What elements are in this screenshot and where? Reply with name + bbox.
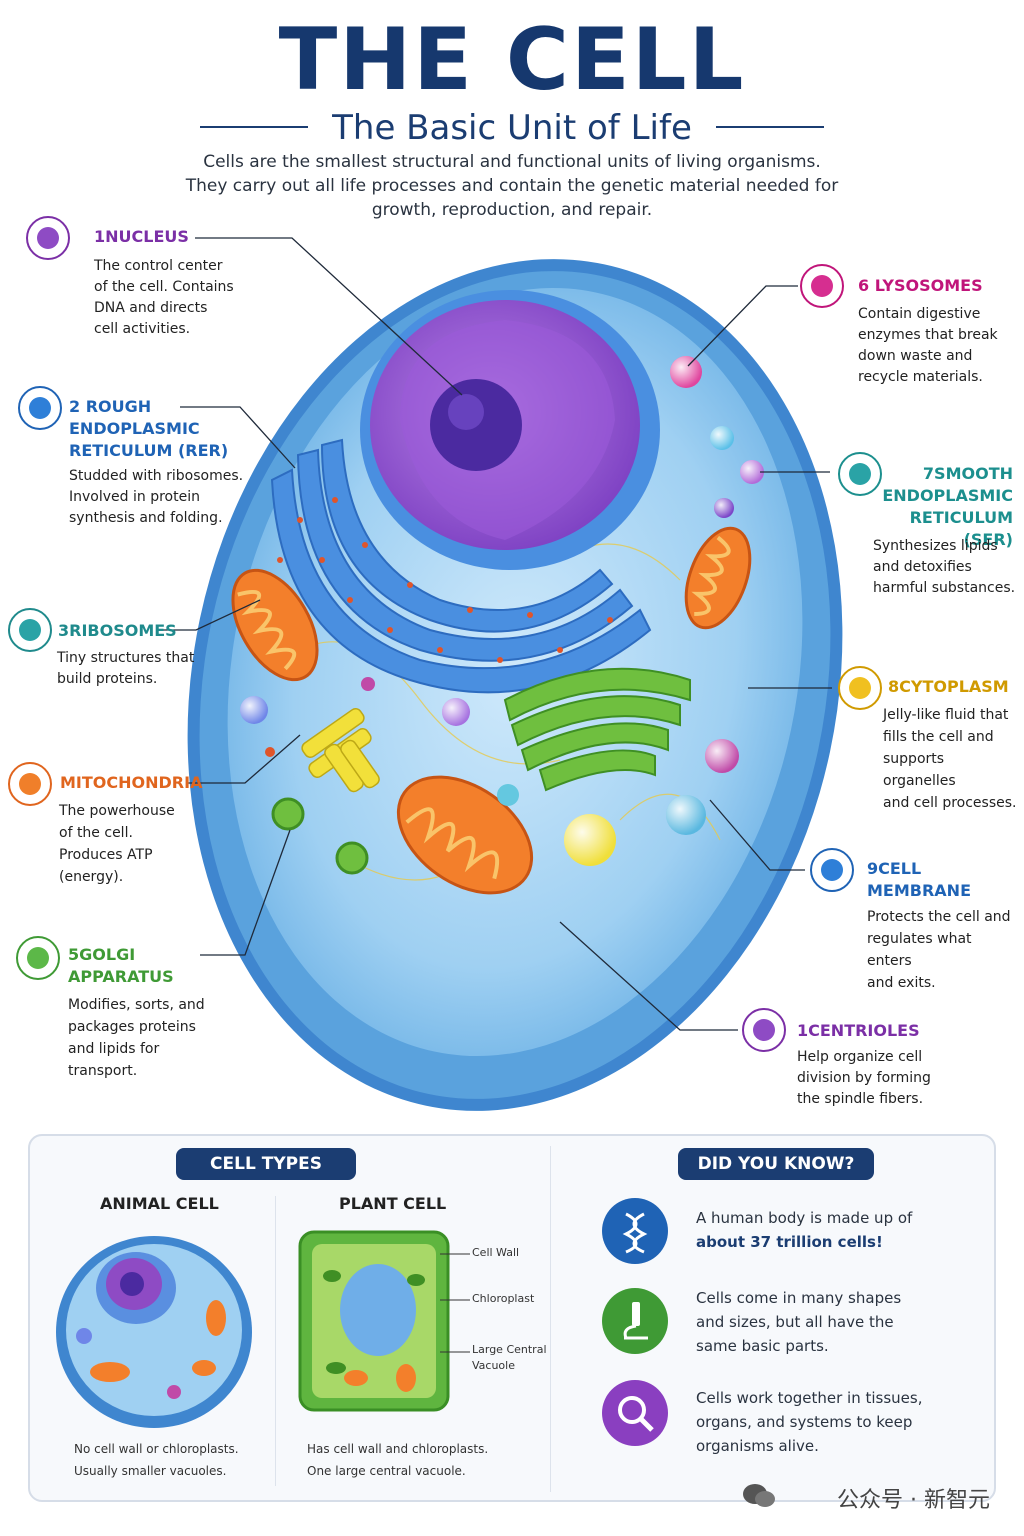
label-mitochondria: MITOCHONDRIA The powerhouse of the cell.…	[8, 762, 208, 892]
plant-callout-vacuole: Large Central Vacuole	[472, 1343, 547, 1372]
label-golgi: 5GOLGI APPARATUS Modifies, sorts, and pa…	[16, 934, 216, 1084]
label-cytoplasm-desc: Jelly-like fluid that fills the cell and…	[883, 707, 1017, 811]
fact-1: A human body is made up of about 37 trill…	[696, 1206, 926, 1254]
golgi-shape	[503, 667, 691, 792]
plant-cell-caption: Has cell wall and chloroplasts. One larg…	[307, 1442, 489, 1478]
label-ribosomes-desc: Tiny structures that build proteins.	[57, 650, 195, 687]
animal-cell-image	[56, 1236, 252, 1428]
label-membrane-desc: Protects the cell and regulates what ent…	[867, 909, 1011, 991]
intro-text: Cells are the smallest structural and fu…	[185, 152, 839, 220]
label-mitochondria-desc: The powerhouse of the cell. Produces ATP…	[59, 803, 175, 885]
ser-icon	[838, 452, 882, 496]
cell-types-heading: CELL TYPES	[176, 1148, 356, 1180]
plant-callout-chloroplast: Chloroplast	[472, 1292, 535, 1305]
mitochondria-shapes	[231, 526, 752, 895]
centriole-shape	[301, 707, 380, 793]
label-golgi-title: 5GOLGI APPARATUS	[68, 945, 174, 986]
nucleus-shape	[360, 290, 660, 570]
label-centrioles-desc: Help organize cell division by forming t…	[797, 1049, 931, 1107]
label-centrioles-title: 1CENTRIOLES	[797, 1021, 920, 1040]
label-ser-desc: Synthesizes lipids and detoxifies harmfu…	[873, 538, 1016, 596]
fact-3: Cells work together in tissues, organs, …	[696, 1389, 923, 1455]
fact-1-bold: about 37 trillion cells!	[696, 1233, 883, 1251]
label-membrane: 9CELL MEMBRANE Protects the cell and reg…	[810, 848, 1020, 991]
label-rer-title: 2 ROUGH ENDOPLASMIC RETICULUM (RER)	[69, 397, 229, 460]
label-lysosomes-desc: Contain digestive enzymes that break dow…	[858, 306, 998, 385]
dna-icon	[602, 1198, 668, 1264]
label-nucleus-desc: The control center of the cell. Contains…	[94, 258, 234, 337]
subtitle-rule-left	[200, 126, 308, 128]
bottom-panel: CELL TYPES ANIMAL CELL PLANT CELL No cel…	[28, 1134, 996, 1502]
label-nucleus-title: 1NUCLEUS	[94, 227, 189, 246]
animal-cell-caption: No cell wall or chloroplasts. Usually sm…	[74, 1442, 239, 1478]
label-cytoplasm-title: 8CYTOPLASM	[888, 677, 1009, 696]
label-centrioles: 1CENTRIOLES Help organize cell division …	[742, 1008, 962, 1118]
page-title: THE CELL	[278, 10, 746, 110]
magnifier-icon	[602, 1380, 668, 1446]
plant-cell-title: PLANT CELL	[339, 1194, 447, 1213]
plant-callout-wall: Cell Wall	[472, 1246, 520, 1259]
cytoplasm-icon	[838, 666, 882, 710]
membrane-icon	[810, 848, 854, 892]
golgi-icon	[16, 936, 60, 980]
label-ser: 7SMOOTH ENDOPLASMIC RETICULUM (SER) Synt…	[838, 450, 1018, 600]
plant-cell-image	[298, 1230, 450, 1412]
rer-icon	[18, 386, 62, 430]
page-subtitle: The Basic Unit of Life	[332, 108, 692, 148]
label-nucleus: 1NUCLEUS The control center of the cell.…	[26, 214, 266, 344]
lysosome-icon	[800, 264, 844, 308]
watermark: 公众号 · 新智元	[837, 1488, 990, 1513]
animal-cell-title: ANIMAL CELL	[100, 1194, 219, 1213]
label-lysosomes-title: 6 LYSOSOMES	[858, 276, 983, 295]
cell-diagram	[162, 237, 843, 1111]
rough-er-shape	[270, 438, 652, 694]
mitochondria-icon	[8, 762, 52, 806]
plant-callout-lines	[440, 1253, 470, 1353]
ribosome-dots	[267, 497, 613, 663]
cell-types-divider	[275, 1196, 276, 1486]
label-ser-title: 7SMOOTH ENDOPLASMIC RETICULUM (SER)	[882, 464, 1013, 549]
label-ribosomes: 3RIBOSOMES Tiny structures that build pr…	[8, 608, 228, 698]
wechat-icon	[743, 1484, 775, 1507]
ribosome-icon	[8, 608, 52, 652]
fact-2: Cells come in many shapes and sizes, but…	[696, 1289, 902, 1355]
label-mitochondria-title: MITOCHONDRIA	[60, 773, 203, 792]
did-you-know-heading: DID YOU KNOW?	[678, 1148, 874, 1180]
label-rer-desc: Studded with ribosomes. Involved in prot…	[69, 468, 244, 526]
label-ribosomes-title: 3RIBOSOMES	[58, 621, 177, 640]
label-lysosomes: 6 LYSOSOMES Contain digestive enzymes th…	[800, 264, 1010, 394]
leader-lines	[162, 237, 832, 1031]
subtitle-rule-right	[716, 126, 824, 128]
fact-1-text: A human body is made up of	[696, 1209, 913, 1227]
subtitle-row: The Basic Unit of Life	[0, 106, 1024, 148]
nucleus-icon	[26, 216, 70, 260]
vesicles	[240, 356, 764, 875]
centriole-icon	[742, 1008, 786, 1052]
label-rer: 2 ROUGH ENDOPLASMIC RETICULUM (RER) Stud…	[18, 386, 258, 536]
label-golgi-desc: Modifies, sorts, and packages proteins a…	[68, 997, 205, 1079]
label-cytoplasm: 8CYTOPLASM Jelly-like fluid that fills t…	[838, 664, 1018, 811]
panel-divider	[550, 1146, 551, 1492]
label-membrane-title: 9CELL MEMBRANE	[867, 859, 971, 900]
microscope-icon	[602, 1288, 668, 1354]
